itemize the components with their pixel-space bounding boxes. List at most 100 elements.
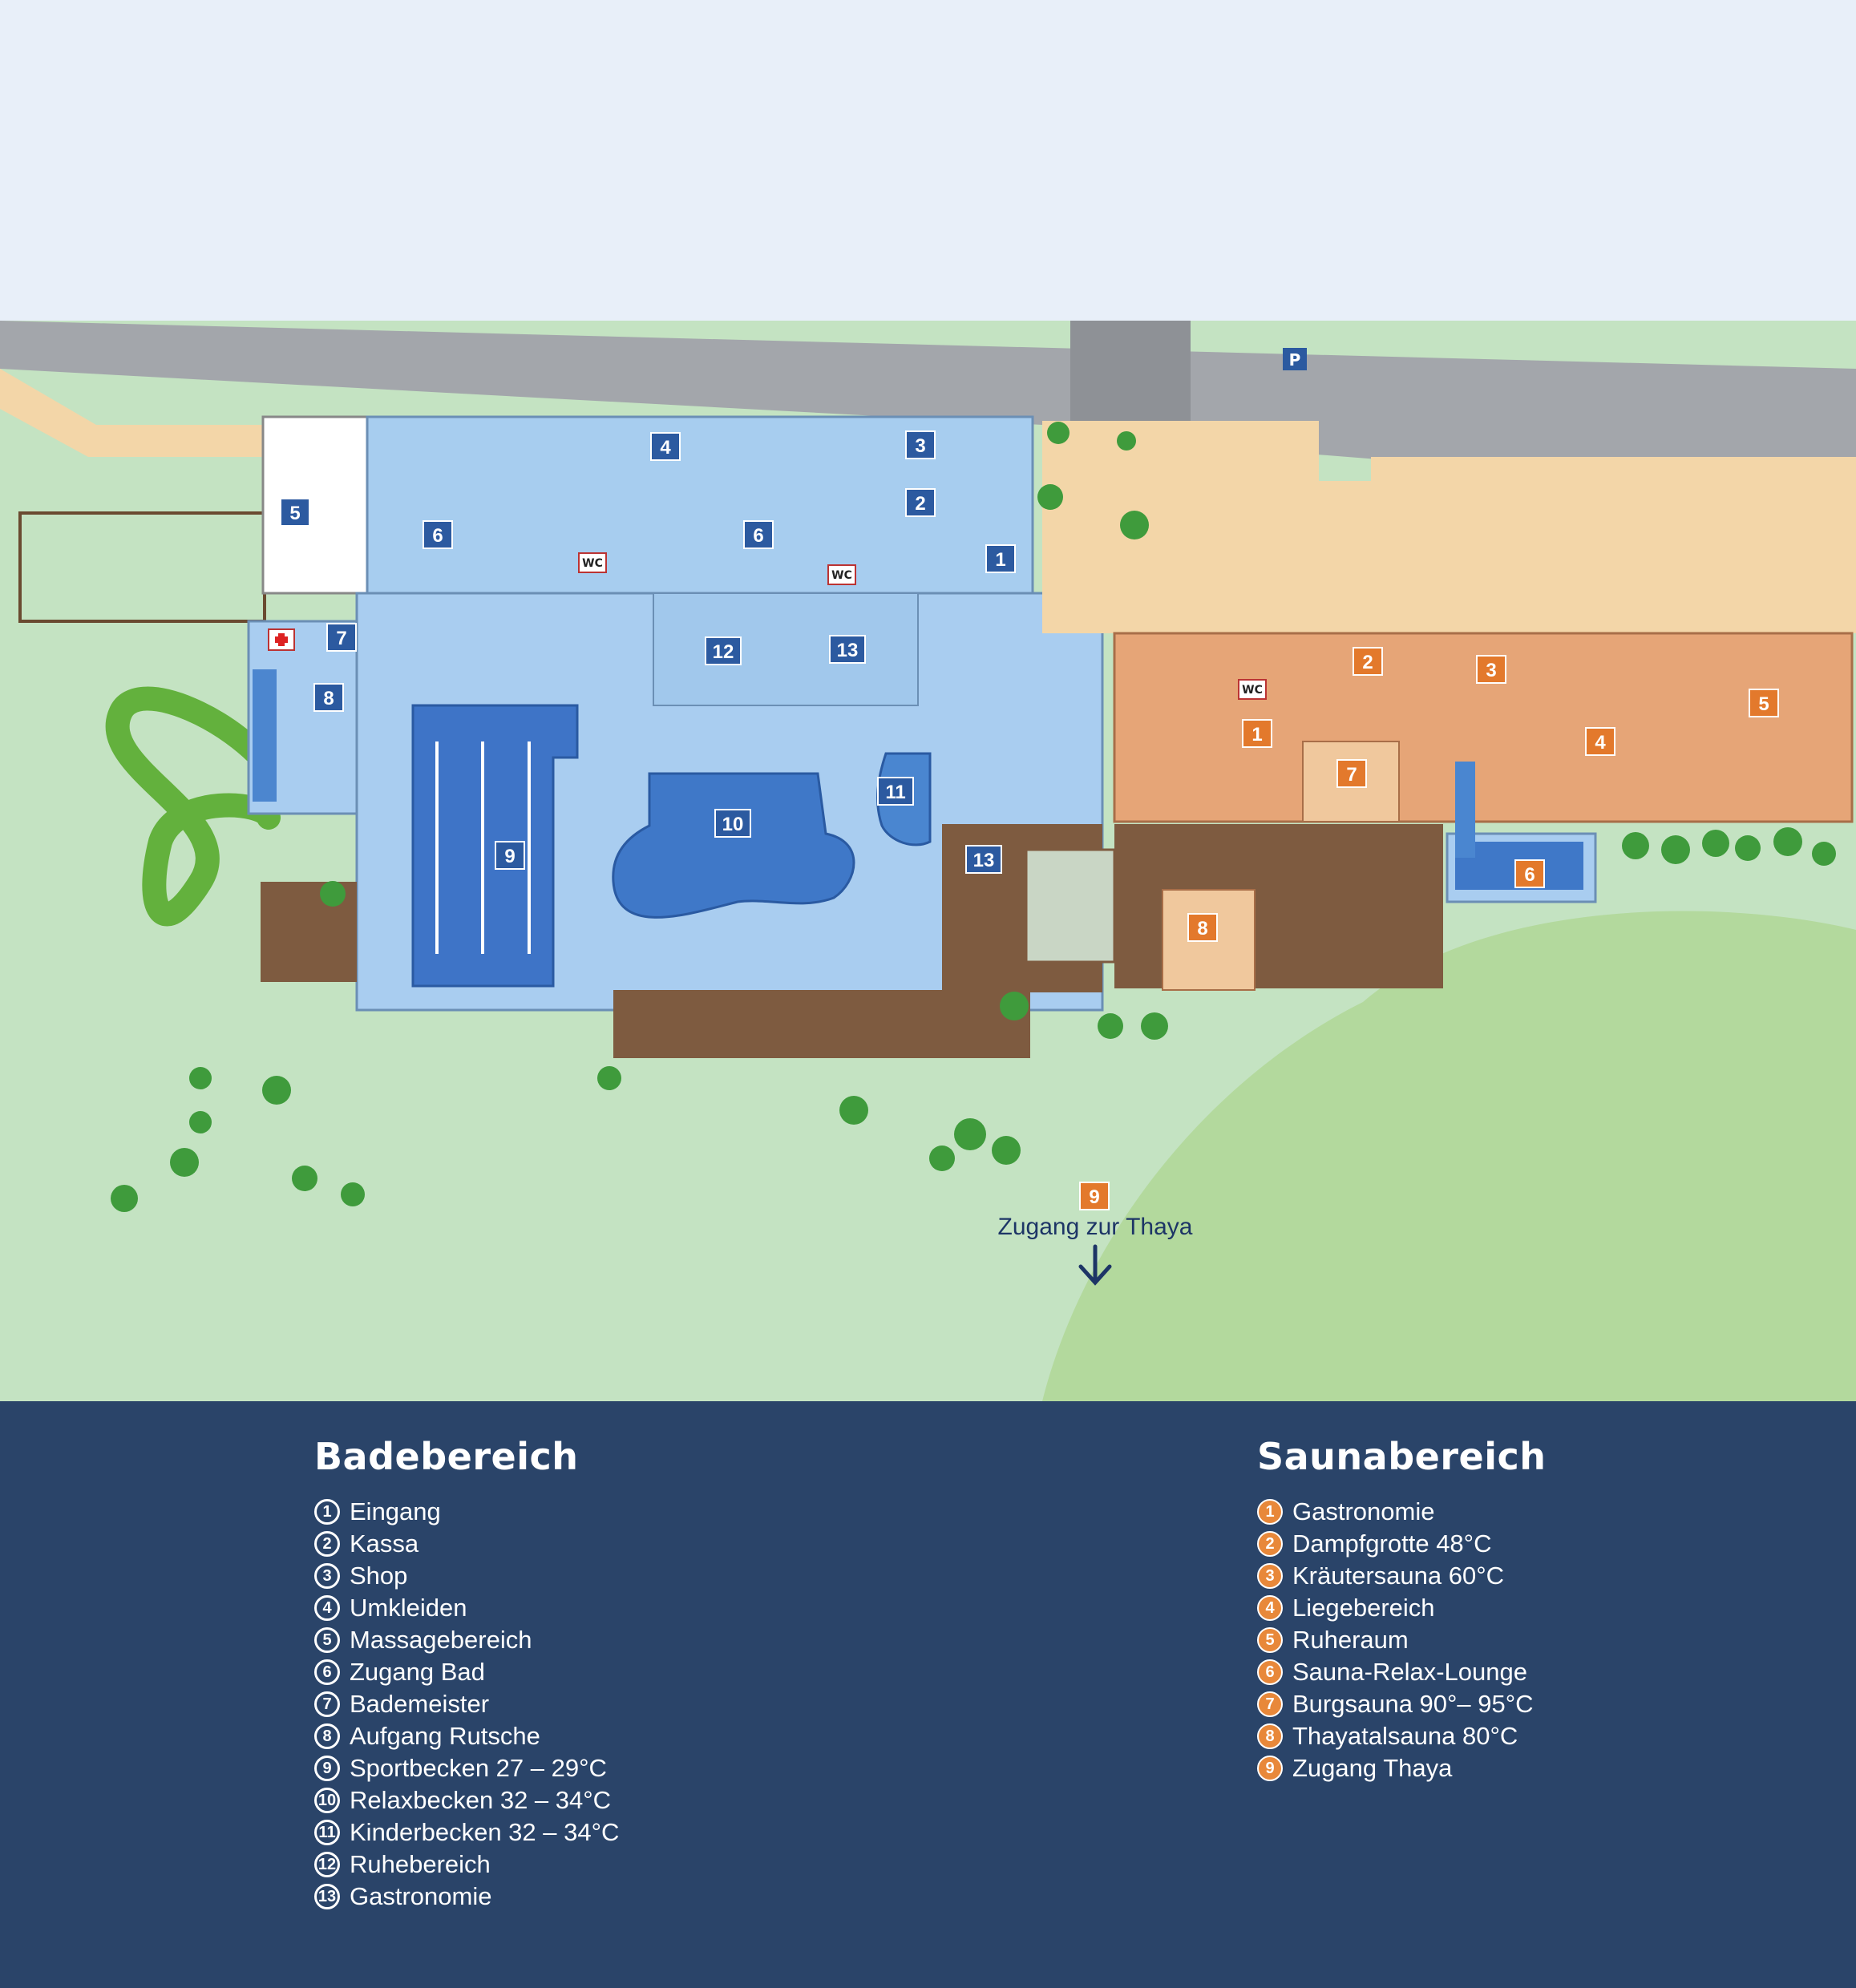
sauna-marker-3: 3 xyxy=(1476,655,1506,684)
legend-item: 9 Zugang Thaya xyxy=(1257,1752,1547,1784)
legend-item-label: Relaxbecken 32 – 34°C xyxy=(350,1786,612,1814)
legend-item-label: Kräutersauna 60°C xyxy=(1292,1562,1504,1590)
number-badge: 8 xyxy=(1257,1723,1283,1749)
svg-text:WC: WC xyxy=(1242,684,1263,697)
svg-text:9: 9 xyxy=(1089,1186,1099,1208)
number-badge: 3 xyxy=(314,1563,340,1589)
svg-text:10: 10 xyxy=(722,814,744,835)
wc-sign: WC xyxy=(578,552,607,573)
legend-item: 5 Ruheraum xyxy=(1257,1624,1547,1656)
svg-text:WC: WC xyxy=(582,557,603,570)
legend-item-label: Sportbecken 27 – 29°C xyxy=(350,1754,607,1782)
svg-text:13: 13 xyxy=(973,850,995,871)
arrow-down-icon xyxy=(1078,1244,1112,1286)
bade-marker-4: 4 xyxy=(650,432,681,461)
svg-text:8: 8 xyxy=(323,688,334,709)
bade-marker-2: 2 xyxy=(905,488,936,517)
svg-text:6: 6 xyxy=(753,525,763,547)
bade-marker-3: 3 xyxy=(905,430,936,459)
number-badge: 12 xyxy=(314,1852,340,1877)
svg-text:1: 1 xyxy=(1251,724,1262,746)
legend-item-label: Sauna-Relax-Lounge xyxy=(1292,1658,1527,1686)
sauna-marker-6: 6 xyxy=(1514,859,1545,888)
trees xyxy=(111,422,1836,1212)
sauna-marker-9: 9 xyxy=(1079,1182,1110,1210)
bade-marker-6: 6 xyxy=(423,520,453,549)
rest-area-12 xyxy=(653,592,919,706)
number-badge: 5 xyxy=(1257,1627,1283,1653)
bade-marker-7: 7 xyxy=(326,623,357,652)
legend-item-label: Kassa xyxy=(350,1529,419,1558)
legend-item-label: Ruheraum xyxy=(1292,1626,1409,1654)
bade-markers: 1 2 3 4 5 6 6 7 8 9 10 11 12 13 13 xyxy=(280,430,1016,874)
number-badge: 1 xyxy=(314,1499,340,1525)
bade-marker-5: 5 xyxy=(280,498,310,527)
legend-item-label: Zugang Thaya xyxy=(1292,1754,1453,1782)
svg-text:3: 3 xyxy=(1486,660,1496,681)
parking-label: P xyxy=(1289,350,1301,370)
left-channel xyxy=(253,669,277,802)
svg-text:4: 4 xyxy=(1595,732,1606,754)
legend-item: 9 Sportbecken 27 – 29°C xyxy=(314,1752,619,1784)
road xyxy=(0,321,1856,497)
legend-item: 3 Kräutersauna 60°C xyxy=(1257,1560,1547,1592)
number-badge: 2 xyxy=(1257,1531,1283,1557)
legend-item: 1 Gastronomie xyxy=(1257,1496,1547,1528)
svg-text:7: 7 xyxy=(1346,764,1357,786)
legend-item-label: Burgsauna 90°– 95°C xyxy=(1292,1690,1534,1718)
number-badge: 9 xyxy=(314,1756,340,1781)
sauna-marker-2: 2 xyxy=(1353,647,1383,676)
garden-court xyxy=(1025,848,1116,964)
relax-pool xyxy=(612,772,855,919)
legend-item-label: Zugang Bad xyxy=(350,1658,485,1686)
svg-text:4: 4 xyxy=(660,437,671,459)
legend-item-label: Dampfgrotte 48°C xyxy=(1292,1529,1492,1558)
svg-text:8: 8 xyxy=(1197,918,1207,939)
legend-item-label: Massagebereich xyxy=(350,1626,532,1654)
number-badge: 7 xyxy=(1257,1691,1283,1717)
svg-text:9: 9 xyxy=(504,846,515,867)
thaya-access-label: Zugang zur Thaya xyxy=(998,1214,1193,1240)
legend-item-label: Gastronomie xyxy=(1292,1497,1435,1525)
bade-marker-11: 11 xyxy=(877,777,914,806)
svg-text:12: 12 xyxy=(713,641,734,663)
svg-text:2: 2 xyxy=(1362,652,1373,673)
legend-item-label: Aufgang Rutsche xyxy=(350,1722,540,1750)
legend-sauna: Saunabereich 1 Gastronomie 2 Dampfgrotte 4… xyxy=(1257,1435,1547,1784)
number-badge: 3 xyxy=(1257,1563,1283,1589)
legend-sauna-title: Saunabereich xyxy=(1257,1435,1547,1478)
number-badge: 10 xyxy=(314,1788,340,1813)
sauna-marker-8: 8 xyxy=(1187,913,1218,942)
bade-marker-12: 12 xyxy=(705,636,742,665)
bade-marker-6: 6 xyxy=(743,520,774,549)
site-map: P 1 2 3 4 xyxy=(0,321,1856,1401)
meadow xyxy=(1042,911,1856,1401)
bade-marker-10: 10 xyxy=(714,809,751,838)
deck-south xyxy=(613,990,1030,1058)
svg-text:3: 3 xyxy=(915,435,925,457)
sauna-marker-1: 1 xyxy=(1242,719,1272,748)
bade-marker-13: 13 xyxy=(965,845,1002,874)
wc-signs: WC WC WC xyxy=(578,552,1267,700)
number-badge: 9 xyxy=(1257,1756,1283,1781)
number-badge: 6 xyxy=(1257,1659,1283,1685)
svg-text:1: 1 xyxy=(995,549,1005,571)
legend-item-label: Liegebereich xyxy=(1292,1594,1435,1622)
lounge-channel xyxy=(1455,762,1475,858)
sky-band xyxy=(0,0,1856,321)
service-block xyxy=(261,415,369,595)
number-badge: 1 xyxy=(1257,1499,1283,1525)
legend-sauna-list: 1 Gastronomie 2 Dampfgrotte 48°C 3 Kräuters… xyxy=(1257,1496,1547,1784)
legend-bade-title: Badebereich xyxy=(314,1435,579,1478)
